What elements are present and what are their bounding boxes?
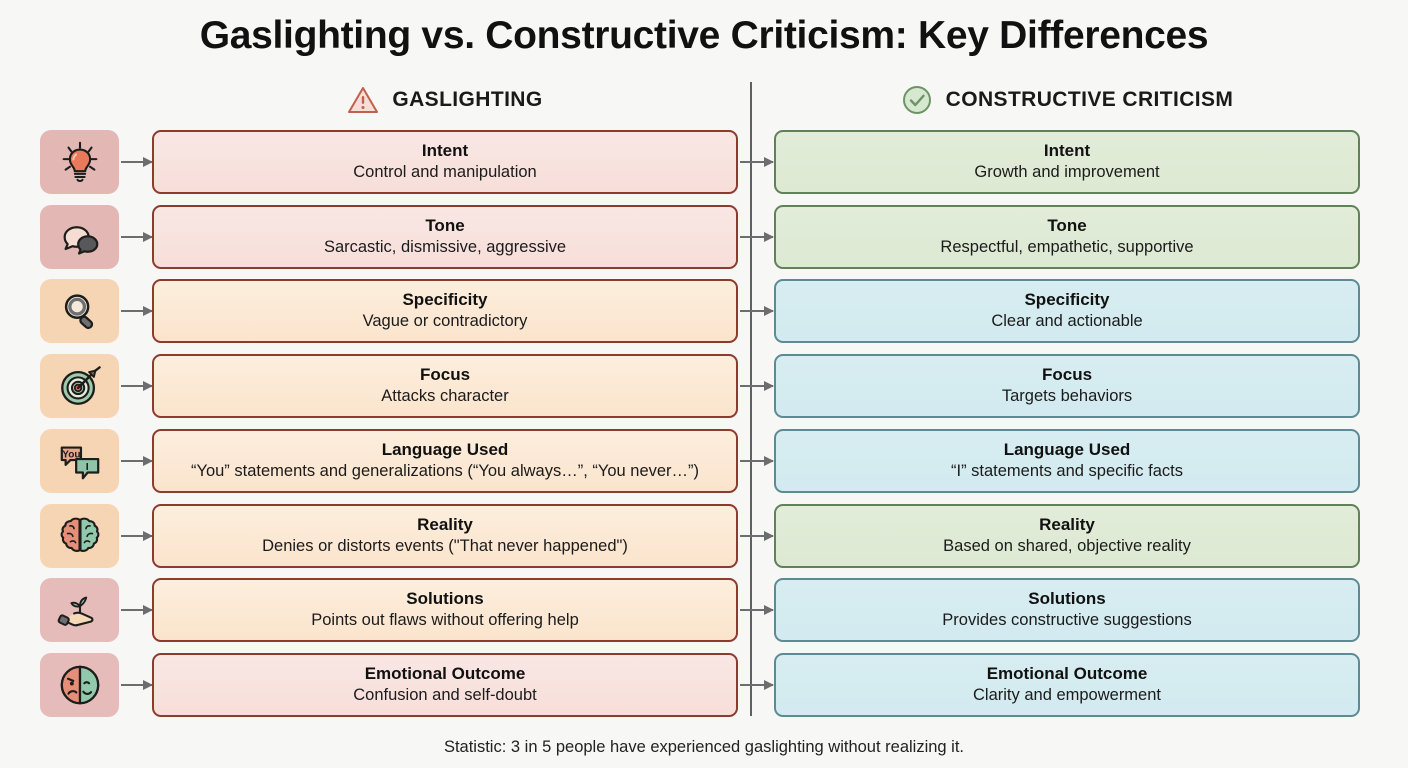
card-description: Vague or contradictory xyxy=(362,312,528,331)
gaslighting-card: Language Used “You” statements and gener… xyxy=(152,429,738,493)
check-circle-icon xyxy=(901,84,933,116)
card-title: Language Used xyxy=(1003,440,1131,460)
lightbulb-icon xyxy=(57,139,103,185)
center-divider xyxy=(750,82,752,716)
arrow-left-to-right-card xyxy=(740,680,774,690)
card-title: Emotional Outcome xyxy=(986,664,1148,684)
card-title: Reality xyxy=(417,515,473,535)
comparison-row: Reality Denies or distorts events ("That… xyxy=(0,504,1408,568)
gaslighting-card: Solutions Points out flaws without offer… xyxy=(152,578,738,642)
column-header-constructive-label: CONSTRUCTIVE CRITICISM xyxy=(945,88,1234,111)
constructive-card: Specificity Clear and actionable xyxy=(774,279,1360,343)
arrow-icon-to-left-card xyxy=(121,605,153,615)
card-title: Solutions xyxy=(406,589,484,609)
gaslighting-card: Emotional Outcome Confusion and self-dou… xyxy=(152,653,738,717)
target-arrow-icon xyxy=(57,363,103,409)
comparison-row: Solutions Points out flaws without offer… xyxy=(0,578,1408,642)
speech-bubbles-icon xyxy=(57,214,103,260)
gaslighting-card: Intent Control and manipulation xyxy=(152,130,738,194)
card-description: “You” statements and generalizations (“Y… xyxy=(190,462,700,481)
arrow-icon-to-left-card xyxy=(121,381,153,391)
row-icon-tile xyxy=(40,205,119,269)
row-icon-tile xyxy=(40,130,119,194)
comparison-row: You I Language Used “You” statements and… xyxy=(0,429,1408,493)
gaslighting-card: Specificity Vague or contradictory xyxy=(152,279,738,343)
card-title: Tone xyxy=(425,216,465,236)
card-title: Focus xyxy=(419,365,471,385)
card-description: Growth and improvement xyxy=(974,163,1160,182)
arrow-left-to-right-card xyxy=(740,456,774,466)
page-title: Gaslighting vs. Constructive Criticism: … xyxy=(199,14,1209,57)
comparison-row: Focus Attacks character Focus Targets be… xyxy=(0,354,1408,418)
row-icon-tile xyxy=(40,279,119,343)
card-description: Control and manipulation xyxy=(353,163,537,182)
column-header-constructive: CONSTRUCTIVE CRITICISM xyxy=(774,84,1360,116)
card-description: Respectful, empathetic, supportive xyxy=(940,238,1194,257)
column-header-gaslighting: GASLIGHTING xyxy=(152,84,738,116)
card-description: Confusion and self-doubt xyxy=(353,686,537,705)
row-icon-tile: You I xyxy=(40,429,119,493)
gaslighting-card: Reality Denies or distorts events ("That… xyxy=(152,504,738,568)
warning-triangle-icon xyxy=(347,84,379,116)
card-title: Specificity xyxy=(402,290,488,310)
comparison-row: Emotional Outcome Confusion and self-dou… xyxy=(0,653,1408,717)
card-title: Language Used xyxy=(381,440,509,460)
gaslighting-card: Tone Sarcastic, dismissive, aggressive xyxy=(152,205,738,269)
arrow-icon-to-left-card xyxy=(121,157,153,167)
constructive-card: Reality Based on shared, objective reali… xyxy=(774,504,1360,568)
constructive-card: Emotional Outcome Clarity and empowermen… xyxy=(774,653,1360,717)
arrow-icon-to-left-card xyxy=(121,232,153,242)
footer-statistic: Statistic: 3 in 5 people have experience… xyxy=(443,738,965,756)
card-description: Clear and actionable xyxy=(991,312,1143,331)
arrow-left-to-right-card xyxy=(740,381,774,391)
card-title: Specificity xyxy=(1024,290,1110,310)
card-title: Intent xyxy=(1043,141,1091,161)
arrow-left-to-right-card xyxy=(740,531,774,541)
card-description: Denies or distorts events ("That never h… xyxy=(262,537,628,556)
card-title: Tone xyxy=(1047,216,1087,236)
card-description: Attacks character xyxy=(381,387,509,406)
row-icon-tile xyxy=(40,504,119,568)
constructive-card: Focus Targets behaviors xyxy=(774,354,1360,418)
card-description: Based on shared, objective reality xyxy=(943,537,1191,556)
card-title: Reality xyxy=(1039,515,1095,535)
card-description: Points out flaws without offering help xyxy=(311,611,579,630)
arrow-icon-to-left-card xyxy=(121,680,153,690)
you-i-bubbles-icon: You I xyxy=(57,438,103,484)
comparison-row: Intent Control and manipulation Intent G… xyxy=(0,130,1408,194)
arrow-left-to-right-card xyxy=(740,306,774,316)
card-description: “I” statements and specific facts xyxy=(950,462,1183,481)
card-title: Emotional Outcome xyxy=(364,664,526,684)
constructive-card: Tone Respectful, empathetic, supportive xyxy=(774,205,1360,269)
card-title: Solutions xyxy=(1028,589,1106,609)
arrow-left-to-right-card xyxy=(740,605,774,615)
row-icon-tile xyxy=(40,578,119,642)
card-title: Focus xyxy=(1041,365,1093,385)
card-title: Intent xyxy=(421,141,469,161)
constructive-card: Solutions Provides constructive suggesti… xyxy=(774,578,1360,642)
magnifying-glass-icon xyxy=(57,288,103,334)
arrow-left-to-right-card xyxy=(740,157,774,167)
column-header-gaslighting-label: GASLIGHTING xyxy=(392,88,543,111)
svg-text:I: I xyxy=(85,461,88,473)
split-face-icon xyxy=(57,662,103,708)
hand-sprout-icon xyxy=(57,587,103,633)
constructive-card: Intent Growth and improvement xyxy=(774,130,1360,194)
arrow-icon-to-left-card xyxy=(121,456,153,466)
arrow-left-to-right-card xyxy=(740,232,774,242)
arrow-icon-to-left-card xyxy=(121,531,153,541)
row-icon-tile xyxy=(40,653,119,717)
comparison-row: Tone Sarcastic, dismissive, aggressive T… xyxy=(0,205,1408,269)
brain-icon xyxy=(57,513,103,559)
gaslighting-card: Focus Attacks character xyxy=(152,354,738,418)
card-description: Provides constructive suggestions xyxy=(942,611,1192,630)
card-description: Sarcastic, dismissive, aggressive xyxy=(323,238,567,257)
comparison-row: Specificity Vague or contradictory Speci… xyxy=(0,279,1408,343)
arrow-icon-to-left-card xyxy=(121,306,153,316)
card-description: Clarity and empowerment xyxy=(973,686,1161,705)
row-icon-tile xyxy=(40,354,119,418)
svg-text:You: You xyxy=(62,449,80,460)
constructive-card: Language Used “I” statements and specifi… xyxy=(774,429,1360,493)
card-description: Targets behaviors xyxy=(1001,387,1133,406)
